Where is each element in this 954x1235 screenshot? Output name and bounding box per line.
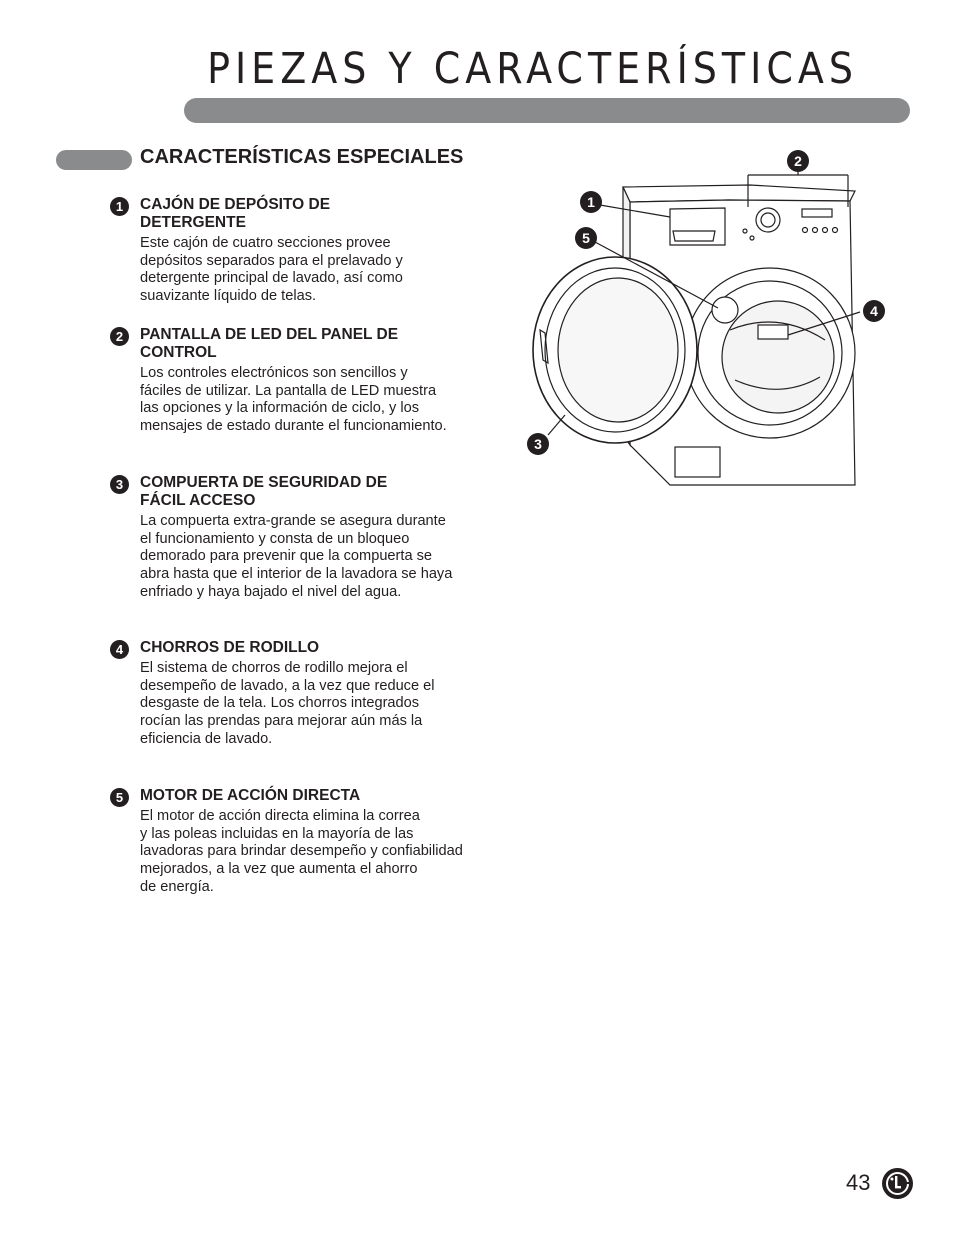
callout-4: 4 — [863, 300, 885, 322]
washer-illustration: 2 1 5 4 3 — [520, 145, 890, 490]
section-heading: CARACTERÍSTICAS ESPECIALES — [140, 146, 464, 168]
feature-text: El motor de acción directa elimina la co… — [140, 808, 463, 895]
feature-badge: 2 — [110, 327, 129, 346]
feature-title: COMPUERTA DE SEGURIDAD DE FÁCIL ACCESO — [140, 474, 388, 509]
feature-3: 3 COMPUERTA DE SEGURIDAD DE FÁCIL ACCESO… — [110, 474, 495, 602]
feature-text: Este cajón de cuatro secciones provee de… — [140, 235, 403, 305]
page-title: PIEZAS Y CARACTERÍSTICAS — [207, 44, 858, 94]
feature-5: 5 MOTOR DE ACCIÓN DIRECTA El motor de ac… — [110, 787, 495, 897]
feature-text: Los controles electrónicos son sencillos… — [140, 365, 447, 435]
feature-title: PANTALLA DE LED DEL PANEL DE CONTROL — [140, 326, 399, 361]
feature-1: 1 CAJÓN DE DEPÓSITO DE DETERGENTE Este c… — [110, 196, 495, 306]
section-pill — [56, 150, 132, 170]
feature-title: MOTOR DE ACCIÓN DIRECTA — [140, 787, 361, 804]
page-number: 43 — [846, 1170, 871, 1195]
callout-5: 5 — [575, 227, 597, 249]
feature-badge: 5 — [110, 788, 129, 807]
feature-text: La compuerta extra-grande se asegura dur… — [140, 513, 453, 600]
feature-title: CAJÓN DE DEPÓSITO DE DETERGENTE — [140, 196, 331, 231]
washer-drawing — [532, 171, 861, 486]
feature-badge: 4 — [110, 640, 129, 659]
feature-4: 4 CHORROS DE RODILLO El sistema de chorr… — [110, 639, 495, 749]
feature-title: CHORROS DE RODILLO — [140, 639, 320, 656]
feature-2: 2 PANTALLA DE LED DEL PANEL DE CONTROL L… — [110, 326, 495, 436]
feature-badge: 3 — [110, 475, 129, 494]
callout-1: 1 — [580, 191, 602, 213]
feature-text: El sistema de chorros de rodillo mejora … — [140, 660, 435, 747]
feature-badge: 1 — [110, 197, 129, 216]
lg-logo-icon — [881, 1167, 914, 1200]
title-bar — [184, 98, 910, 123]
callout-3: 3 — [527, 433, 549, 455]
callout-2: 2 — [787, 150, 809, 172]
